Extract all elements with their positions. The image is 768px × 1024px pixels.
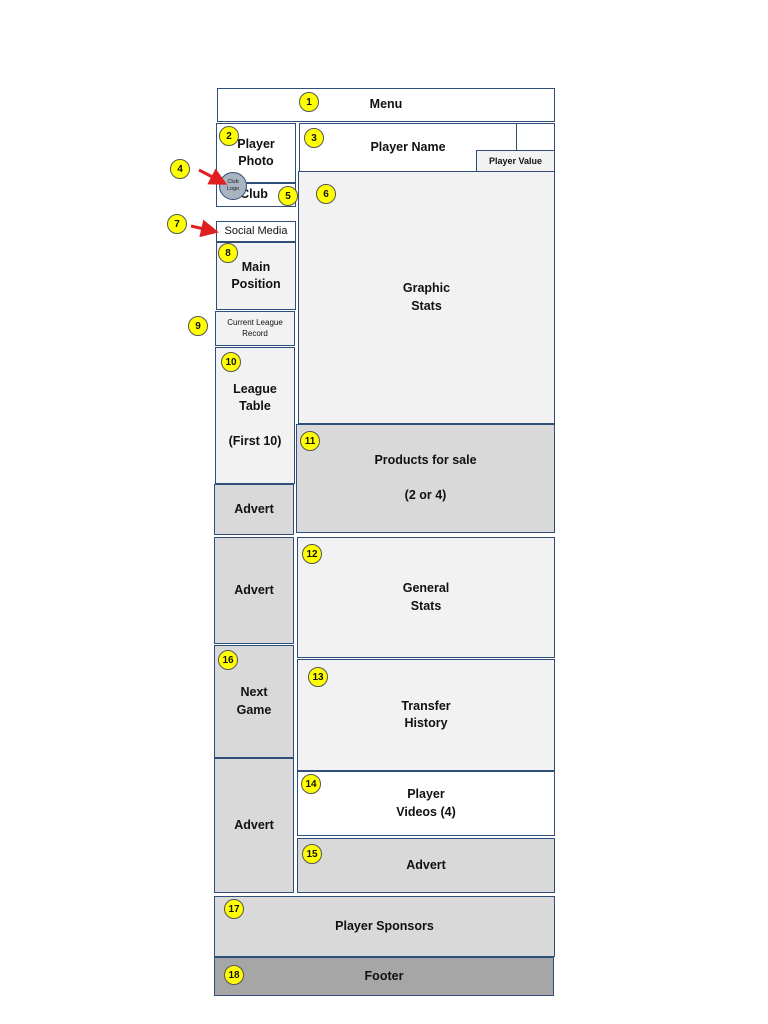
- league-table-label: League Table (First 10): [228, 381, 282, 449]
- player-videos-block: Player Videos (4): [297, 771, 555, 836]
- badge-11: 11: [300, 431, 320, 451]
- badge-1: 1: [299, 92, 319, 112]
- badge-15: 15: [302, 844, 322, 864]
- footer-block: Footer: [214, 957, 554, 996]
- advert-label-3: Advert: [234, 817, 274, 832]
- badge-5: 5: [278, 186, 298, 206]
- products-for-sale-block: Products for sale (2 or 4): [296, 424, 555, 533]
- advert-label-2: Advert: [234, 582, 274, 597]
- general-stats-block: General Stats: [297, 537, 555, 658]
- social-media-label: Social Media: [224, 224, 288, 237]
- advert-block-1: Advert: [214, 484, 294, 535]
- badge-14: 14: [301, 774, 321, 794]
- arrow-to-social-media: [190, 219, 219, 238]
- arrow-to-club-logo: [198, 168, 228, 185]
- player-videos-label: Player Videos (4): [396, 787, 456, 819]
- advert-block-3: Advert: [214, 758, 294, 893]
- player-sponsors-block: Player Sponsors: [214, 896, 555, 957]
- social-media-block: Social Media: [216, 221, 296, 242]
- graphic-stats-block: Graphic Stats: [298, 171, 555, 424]
- club-label: Club: [240, 187, 268, 202]
- advert-label-4: Advert: [406, 857, 446, 872]
- transfer-history-label: Transfer History: [401, 698, 451, 731]
- badge-10: 10: [221, 352, 241, 372]
- badge-6: 6: [316, 184, 336, 204]
- advert-block-4: Advert: [297, 838, 555, 893]
- badge-3: 3: [304, 128, 324, 148]
- menu-block: Menu: [217, 88, 555, 122]
- badge-17: 17: [224, 899, 244, 919]
- products-for-sale-label: Products for sale (2 or 4): [374, 453, 477, 503]
- badge-18: 18: [224, 965, 244, 985]
- graphic-stats-label: Graphic Stats: [402, 281, 451, 313]
- badge-8: 8: [218, 243, 238, 263]
- badge-16: 16: [218, 650, 238, 670]
- badge-4: 4: [170, 159, 190, 179]
- current-league-record-label: Current League Record: [227, 318, 283, 338]
- advert-label-1: Advert: [234, 501, 274, 516]
- player-sponsors-label: Player Sponsors: [335, 918, 434, 933]
- general-stats-label: General Stats: [402, 581, 450, 613]
- player-name-corner-cell: [516, 123, 555, 151]
- player-value-label: Player Value: [488, 155, 543, 166]
- badge-13: 13: [308, 667, 328, 687]
- badge-2: 2: [219, 126, 239, 146]
- footer-label: Footer: [364, 968, 404, 983]
- current-league-record-block: Current League Record: [215, 311, 295, 346]
- club-logo-circle: Club Logo: [219, 172, 247, 200]
- next-game-label: Next Game: [236, 685, 272, 717]
- menu-label: Menu: [369, 97, 403, 112]
- transfer-history-block: Transfer History: [297, 659, 555, 771]
- badge-9: 9: [188, 316, 208, 336]
- advert-block-2: Advert: [214, 537, 294, 644]
- badge-7: 7: [167, 214, 187, 234]
- player-name-label: Player Name: [370, 139, 446, 154]
- badge-12: 12: [302, 544, 322, 564]
- main-position-label: Main Position: [231, 259, 281, 292]
- player-photo-label: Player Photo: [237, 136, 275, 169]
- league-table-block: League Table (First 10): [215, 347, 295, 484]
